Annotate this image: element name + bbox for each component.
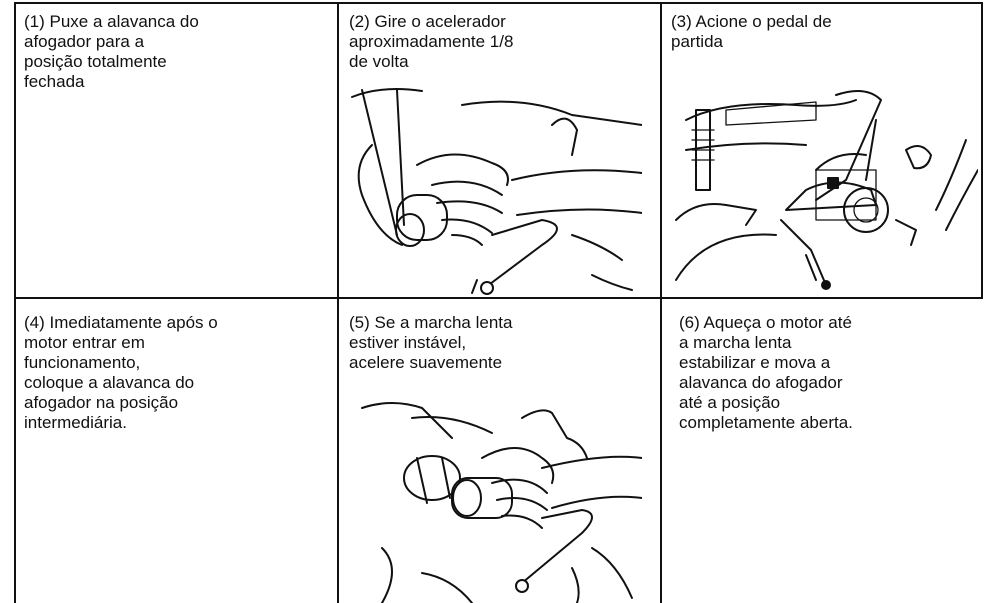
step-6-text: (6) Aqueça o motor até a marcha lenta es… <box>679 313 853 432</box>
step-2-text: (2) Gire o acelerador aproximadamente 1/… <box>349 12 514 71</box>
left-border <box>14 2 16 603</box>
column-divider-1 <box>337 2 339 603</box>
step-3-text: (3) Acione o pedal de partida <box>671 12 832 51</box>
gentle-throttle-illustration <box>361 402 642 603</box>
right-border <box>981 2 983 298</box>
step-1-text: (1) Puxe a alavanca do afogador para a p… <box>24 12 199 91</box>
kick-start-illustration <box>675 90 978 290</box>
throttle-grip-illustration <box>351 88 642 295</box>
middle-divider <box>14 297 983 299</box>
step-5-text: (5) Se a marcha lenta estiver instável, … <box>349 313 513 372</box>
step-4-text: (4) Imediatamente após o motor entrar em… <box>24 313 218 432</box>
column-divider-2 <box>660 2 662 603</box>
top-border <box>14 2 983 4</box>
